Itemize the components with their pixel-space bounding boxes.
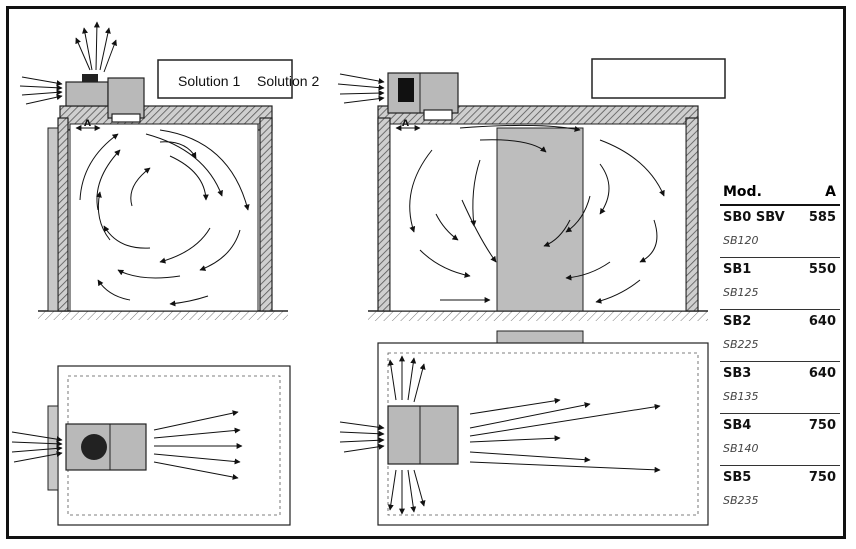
table-row: SB0 SBV 585 SB120 — [720, 206, 840, 258]
dimension-marker-a-2: A — [402, 119, 409, 129]
table-row: SB5 750 SB235 — [720, 466, 840, 518]
shelf-top — [496, 330, 584, 344]
table-row: SB4 750 SB140 — [720, 414, 840, 466]
airflow-arrows-top-left — [19, 21, 250, 307]
plan-view-solution-1 — [11, 365, 291, 526]
table-row: SB2 640 SB225 — [720, 310, 840, 362]
row-model: SB1 — [723, 262, 752, 277]
header-model: Mod. — [723, 184, 762, 200]
table-row: SB1 550 SB125 — [720, 258, 840, 310]
row-value: 640 — [808, 314, 836, 329]
ground-right — [368, 311, 708, 321]
row-alt-model: SB225 — [723, 338, 759, 351]
model-dimension-table: Mod. A SB0 SBV 585 SB120 SB1 550 SB125 SB2… — [720, 182, 840, 518]
row-alt-model: SB135 — [723, 390, 759, 403]
table-row: SB3 640 SB135 — [720, 362, 840, 414]
row-value: 550 — [808, 262, 836, 277]
row-alt-model: SB120 — [723, 234, 759, 247]
plan-view-solution-2 — [339, 330, 709, 526]
row-value: 585 — [808, 210, 836, 225]
solution-2-label: Solution 2 — [257, 73, 319, 89]
row-model: SB2 — [723, 314, 752, 329]
room-wall-left-2 — [377, 117, 391, 312]
compressor-icon — [398, 78, 414, 102]
room-wall-right-2 — [685, 117, 699, 312]
airflow-arrows-bottom-right — [339, 355, 661, 515]
side-view-solution-1: A Solution 1 Solution 2 — [19, 21, 319, 320]
door-panel — [47, 127, 59, 312]
room-wall-left — [57, 117, 69, 312]
side-view-solution-2: A — [337, 58, 726, 321]
table-header: Mod. A — [720, 182, 840, 206]
row-value: 640 — [808, 366, 836, 381]
row-value: 750 — [808, 470, 836, 485]
row-value: 750 — [808, 418, 836, 433]
fan-icon — [81, 434, 107, 460]
unit-evaporator — [107, 77, 145, 119]
airflow-arrows-top-right — [337, 73, 665, 304]
unit-plan-2 — [387, 405, 459, 465]
ground-left — [38, 311, 288, 320]
row-model: SB4 — [723, 418, 752, 433]
row-model: SB3 — [723, 366, 752, 381]
solution-1-label: Solution 1 — [178, 73, 240, 89]
row-model: SB0 SBV — [723, 210, 785, 225]
row-model: SB5 — [723, 470, 752, 485]
unit-condenser — [65, 81, 109, 107]
row-alt-model: SB235 — [723, 494, 759, 507]
header-value: A — [825, 184, 836, 200]
row-alt-model: SB140 — [723, 442, 759, 455]
airflow-arrows-bottom-left — [11, 410, 243, 480]
row-alt-model: SB125 — [723, 286, 759, 299]
dimension-marker-a: A — [84, 119, 91, 129]
solution-box-1: Solution 1 Solution 2 — [157, 59, 319, 99]
storage-shelf — [496, 127, 584, 312]
room-wall-right — [259, 117, 273, 312]
solution-box-2 — [591, 58, 726, 99]
fan-icon — [82, 74, 98, 82]
